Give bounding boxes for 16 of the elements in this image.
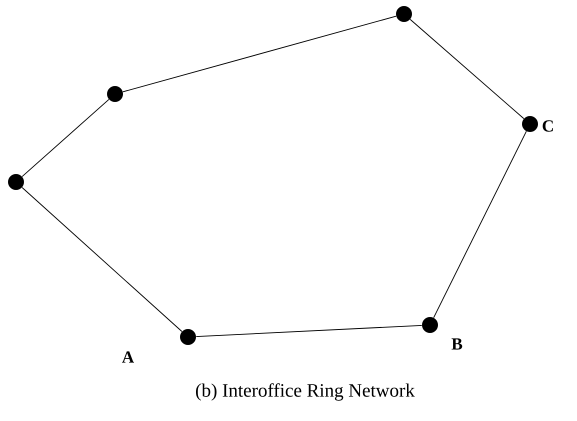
point-label: B xyxy=(452,338,462,350)
line xyxy=(22,99,110,177)
point-label: A xyxy=(122,351,134,363)
dot xyxy=(396,6,412,22)
caption: (b) Interoffice Ring Network xyxy=(196,383,415,401)
line xyxy=(433,130,527,318)
line xyxy=(22,187,182,332)
dot xyxy=(422,317,438,333)
point-label: C xyxy=(542,120,553,132)
dot xyxy=(180,329,196,345)
dot xyxy=(8,174,24,190)
dot xyxy=(107,86,123,102)
line xyxy=(122,16,397,92)
line xyxy=(410,18,524,120)
dot xyxy=(522,116,538,132)
line xyxy=(196,324,422,338)
